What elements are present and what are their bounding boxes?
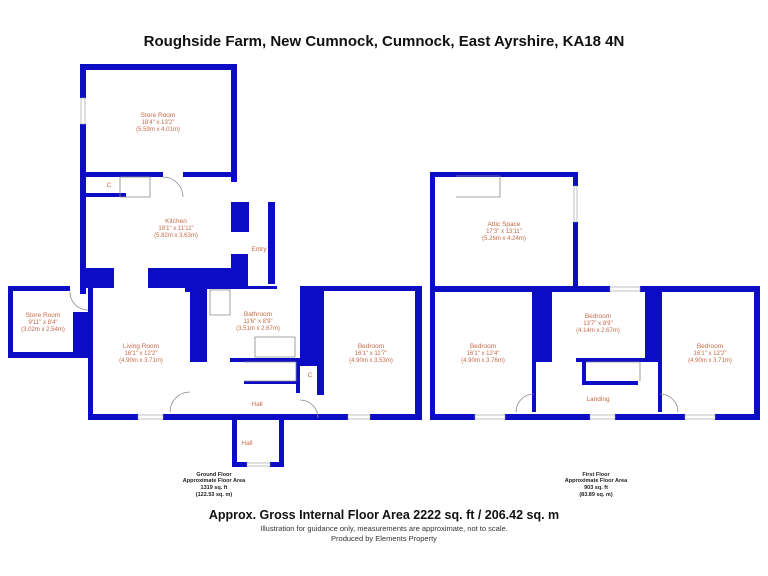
disclaimer: Illustration for guidance only, measurem… xyxy=(260,524,508,533)
svg-text:Living Room: Living Room xyxy=(123,343,159,350)
room-kitchen: Kitchen 19'1" x 11'11" (5.82m x 3.63m) xyxy=(154,218,198,239)
svg-text:13'7" x 8'9": 13'7" x 8'9" xyxy=(583,321,613,327)
svg-text:(4.90m x 3.76m): (4.90m x 3.76m) xyxy=(461,358,505,364)
room-bedroom-first-middle: Bedroom 13'7" x 8'9" (4.14m x 2.67m) xyxy=(576,313,620,334)
entry-label: Entry xyxy=(251,246,267,253)
room-store-room-left: Store Room 9'11" x 8'4" (3.02m x 2.54m) xyxy=(21,312,65,333)
ground-floor-caption: Ground Floor Approximate Floor Area 1319… xyxy=(183,472,246,498)
svg-text:17'3" x 13'11": 17'3" x 13'11" xyxy=(486,229,522,235)
svg-text:Bedroom: Bedroom xyxy=(585,313,611,320)
svg-text:First Floor: First Floor xyxy=(582,472,610,478)
hall-label: Hall xyxy=(251,401,263,408)
svg-text:16'1" x 11'7": 16'1" x 11'7" xyxy=(355,351,387,357)
cupboard-label: C xyxy=(308,372,313,379)
room-bedroom-ground: Bedroom 16'1" x 11'7" (4.90m x 3.53m) xyxy=(349,343,393,364)
producer-credit: Produced by Elements Property xyxy=(331,534,437,543)
room-bedroom-first-right: Bedroom 16'1" x 12'2" (4.90m x 3.71m) xyxy=(688,343,732,364)
svg-text:Approximate Floor Area: Approximate Floor Area xyxy=(183,478,246,484)
svg-text:Store Room: Store Room xyxy=(141,112,176,119)
cupboard-label: C xyxy=(107,182,112,189)
svg-text:(83.89 sq. m): (83.89 sq. m) xyxy=(579,492,612,498)
room-bedroom-first-left: Bedroom 16'1" x 12'4" (4.90m x 3.76m) xyxy=(461,343,505,364)
plan-title: Roughside Farm, New Cumnock, Cumnock, Ea… xyxy=(143,33,625,50)
svg-text:11'6" x 8'9": 11'6" x 8'9" xyxy=(243,319,272,325)
svg-text:16'1" x 12'4": 16'1" x 12'4" xyxy=(467,351,500,357)
svg-text:Ground Floor: Ground Floor xyxy=(196,472,232,478)
landing-label: Landing xyxy=(586,396,610,403)
room-living-room: Living Room 16'1" x 12'2" (4.90m x 3.71m… xyxy=(119,343,163,364)
svg-text:16'1" x 12'2": 16'1" x 12'2" xyxy=(694,351,727,357)
svg-text:1319 sq. ft: 1319 sq. ft xyxy=(201,485,228,491)
svg-text:Bedroom: Bedroom xyxy=(697,343,723,350)
svg-text:Bedroom: Bedroom xyxy=(470,343,496,350)
hall-label: Hall xyxy=(241,440,253,447)
first-floor-walls xyxy=(430,172,760,420)
svg-text:(5.59m x 4.01m): (5.59m x 4.01m) xyxy=(136,127,180,133)
svg-text:(4.90m x 3.71m): (4.90m x 3.71m) xyxy=(688,358,732,364)
svg-text:Bedroom: Bedroom xyxy=(358,343,384,350)
ground-floor-walls xyxy=(8,64,422,467)
svg-text:(5.26m x 4.24m): (5.26m x 4.24m) xyxy=(482,236,526,242)
svg-text:(5.82m x 3.63m): (5.82m x 3.63m) xyxy=(154,233,198,239)
svg-text:Approximate Floor Area: Approximate Floor Area xyxy=(565,478,628,484)
room-bathroom: Bathroom 11'6" x 8'9" (3.51m x 2.67m) xyxy=(236,311,280,332)
svg-text:Store Room: Store Room xyxy=(26,312,61,319)
svg-text:Bathroom: Bathroom xyxy=(244,311,272,318)
svg-text:(3.51m x 2.67m): (3.51m x 2.67m) xyxy=(236,326,280,332)
svg-text:903 sq. ft: 903 sq. ft xyxy=(584,485,608,491)
svg-text:Kitchen: Kitchen xyxy=(165,218,187,225)
svg-text:9'11" x 8'4": 9'11" x 8'4" xyxy=(28,320,57,326)
svg-text:18'4" x 13'2": 18'4" x 13'2" xyxy=(142,120,175,126)
svg-text:(4.90m x 3.71m): (4.90m x 3.71m) xyxy=(119,358,163,364)
svg-text:(122.53 sq. m): (122.53 sq. m) xyxy=(196,492,233,498)
room-store-room-upper: Store Room 18'4" x 13'2" (5.59m x 4.01m) xyxy=(136,112,180,133)
gross-floor-area: Approx. Gross Internal Floor Area 2222 s… xyxy=(208,508,560,522)
first-floor-caption: First Floor Approximate Floor Area 903 s… xyxy=(565,472,628,498)
svg-text:16'1" x 12'2": 16'1" x 12'2" xyxy=(125,351,158,357)
svg-text:Attic Space: Attic Space xyxy=(488,221,521,228)
svg-text:19'1" x 11'11": 19'1" x 11'11" xyxy=(158,226,193,232)
svg-text:(4.14m x 2.67m): (4.14m x 2.67m) xyxy=(576,328,620,334)
svg-text:(4.90m x 3.53m): (4.90m x 3.53m) xyxy=(349,358,393,364)
svg-text:(3.02m x 2.54m): (3.02m x 2.54m) xyxy=(21,327,65,333)
room-attic-space: Attic Space 17'3" x 13'11" (5.26m x 4.24… xyxy=(482,221,526,242)
